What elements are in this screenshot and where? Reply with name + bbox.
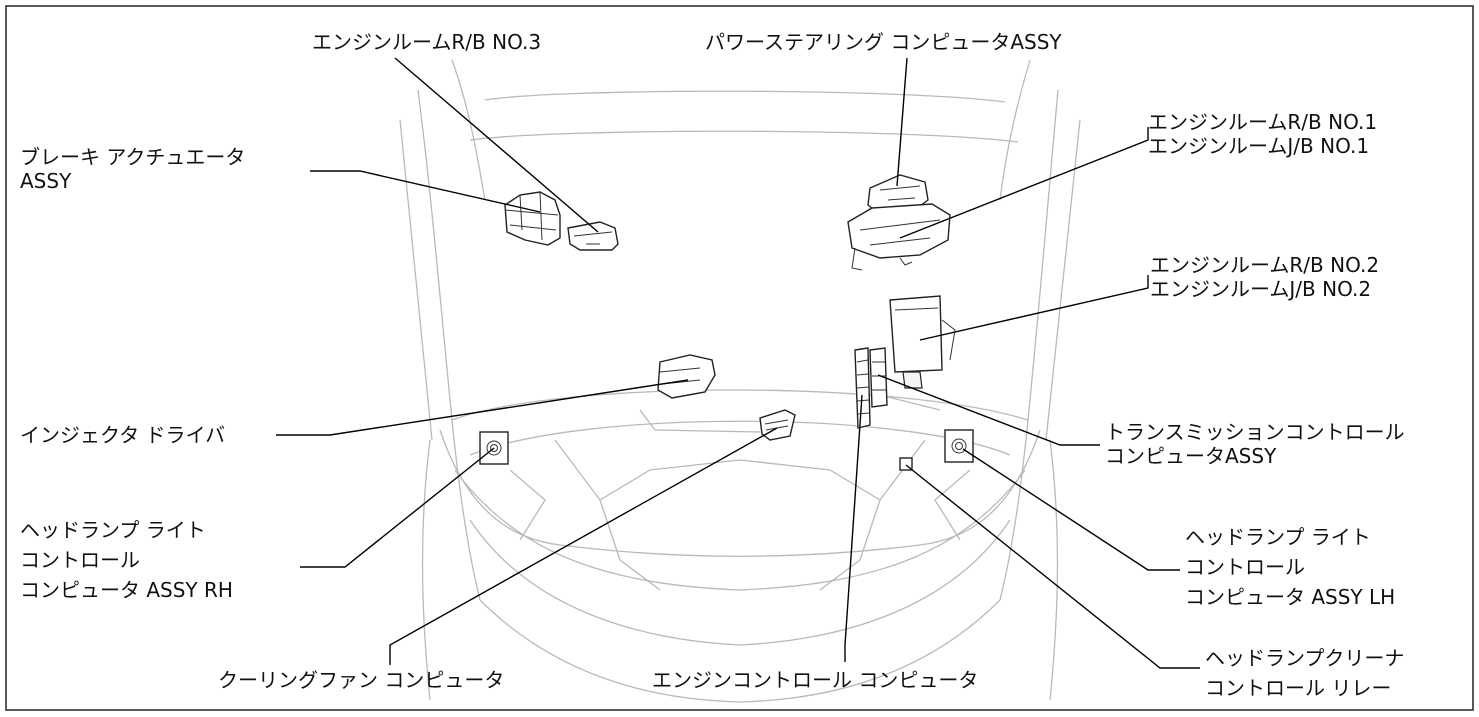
leader-brake-actuator <box>310 170 541 213</box>
label-headlamp-cleaner-line1: ヘッドランプクリーナ <box>1205 646 1405 670</box>
leader-injector-driver <box>276 379 689 436</box>
leader-er-rb-no2 <box>919 275 1149 341</box>
leader-er-rb-no3 <box>394 57 599 233</box>
label-headlamp-lh-line3: コンピュータ ASSY LH <box>1185 585 1396 609</box>
label-transmission-line1: トランスミッションコントロール <box>1105 420 1405 444</box>
label-headlamp-rh-line2: コントロール <box>20 548 140 572</box>
label-engine-control-text: エンジンコントロール コンピュータ <box>652 668 979 692</box>
label-er-rb-jb-no2: エンジンルームR/B NO.2 エンジンルームJ/B NO.2 <box>1150 253 1379 301</box>
er-rb-no3-part <box>567 221 619 251</box>
vehicle-outline <box>399 59 1081 703</box>
label-headlamp-rh-line1: ヘッドランプ ライト <box>20 518 206 542</box>
label-headlamp-cleaner-line2: コントロール リレー <box>1205 676 1392 700</box>
label-er-jb-no1-text: エンジンルームJ/B NO.1 <box>1148 134 1370 158</box>
engine-control-part <box>854 347 871 429</box>
label-er-rb-no3: エンジンルームR/B NO.3 <box>312 30 541 54</box>
leader-headlamp-rh <box>300 447 495 568</box>
label-power-steering: パワーステアリング コンピュータASSY <box>705 30 1062 54</box>
label-brake-actuator-line1: ブレーキ アクチュエータ <box>20 145 246 169</box>
label-er-rb-no2-text: エンジンルームR/B NO.2 <box>1150 253 1380 277</box>
label-headlamp-lh-line1: ヘッドランプ ライト <box>1185 525 1371 549</box>
leader-headlamp-lh <box>962 448 1180 571</box>
headlamp-lh-part <box>944 429 974 463</box>
label-transmission: トランスミッションコントロール コンピュータASSY <box>1105 420 1405 468</box>
label-injector-driver: インジェクタ ドライバ <box>20 423 225 447</box>
label-transmission-line2: コンピュータASSY <box>1105 444 1277 468</box>
leader-lines <box>276 57 1200 669</box>
leader-power-steering <box>896 57 908 187</box>
label-engine-control: エンジンコントロール コンピュータ <box>652 668 978 692</box>
leader-engine-control <box>844 394 863 662</box>
label-headlamp-rh: ヘッドランプ ライト コントロール コンピュータ ASSY RH <box>20 515 233 605</box>
label-headlamp-lh-line2: コントロール <box>1185 555 1305 579</box>
diagram-border <box>5 5 1474 711</box>
label-injector-driver-text: インジェクタ ドライバ <box>20 423 226 447</box>
er-rb-no2-part <box>889 295 956 389</box>
label-headlamp-lh: ヘッドランプ ライト コントロール コンピュータ ASSY LH <box>1185 522 1395 612</box>
label-brake-actuator: ブレーキ アクチュエータ ASSY <box>20 145 245 193</box>
injector-driver-part <box>657 354 716 399</box>
label-er-rb-jb-no1: エンジンルームR/B NO.1 エンジンルームJ/B NO.1 <box>1148 110 1377 158</box>
cooling-fan-part <box>759 409 796 441</box>
label-brake-actuator-line2: ASSY <box>20 169 72 193</box>
label-er-rb-no1-text: エンジンルームR/B NO.1 <box>1148 110 1378 134</box>
label-er-jb-no2-text: エンジンルームJ/B NO.2 <box>1150 277 1372 301</box>
leader-headlamp-cleaner <box>905 464 1200 669</box>
label-er-rb-no3-text: エンジンルームR/B NO.3 <box>312 30 542 54</box>
label-cooling-fan: クーリングファン コンピュータ <box>218 668 504 692</box>
label-headlamp-cleaner: ヘッドランプクリーナ コントロール リレー <box>1205 643 1404 703</box>
leader-cooling-fan <box>389 427 778 665</box>
leader-transmission <box>877 374 1100 446</box>
brake-actuator-part <box>504 191 561 246</box>
er-rb-no1-part <box>847 203 951 271</box>
label-cooling-fan-text: クーリングファン コンピュータ <box>218 668 505 692</box>
transmission-computer-part <box>869 347 888 408</box>
label-headlamp-rh-line3: コンピュータ ASSY RH <box>20 578 233 602</box>
leader-er-rb-no1 <box>899 127 1149 239</box>
label-power-steering-text: パワーステアリング コンピュータASSY <box>705 30 1062 54</box>
